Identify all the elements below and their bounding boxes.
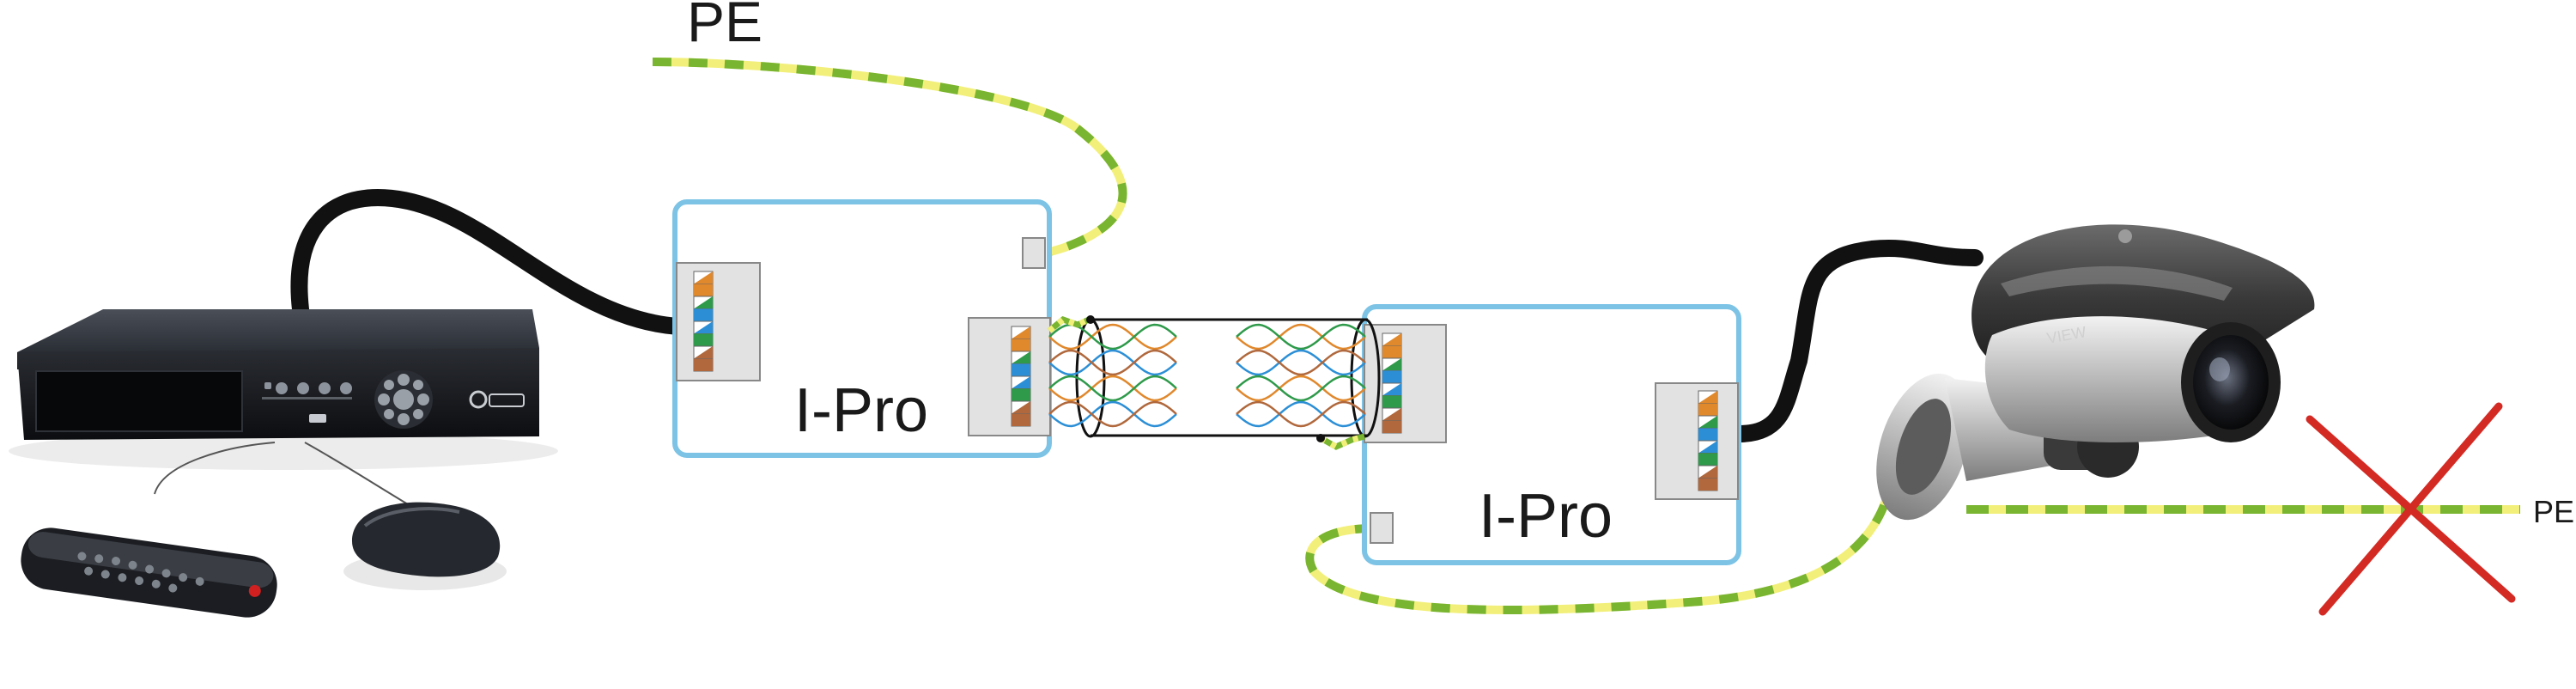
ipro-device-left: I-Pro [672,199,1052,458]
rj45-pin-color [1382,345,1401,358]
rj45-pin-color [1012,338,1030,351]
twisted-wire [1236,400,1366,428]
pe-wire-bottom [1305,488,1893,614]
ipro-device-right: I-Pro [1362,304,1741,565]
twisted-wire [1236,349,1366,376]
rj45-pin-color [1012,376,1030,389]
twisted-wire [1048,400,1177,428]
twisted-wire [1048,375,1177,402]
rj45-pin-color [1012,363,1030,376]
twisted-wire [1048,400,1177,428]
red-cross-icon [2306,402,2516,616]
twisted-wire [1236,375,1366,402]
twisted-wire [1048,323,1177,351]
rj45-pin-color [1698,478,1717,491]
twisted-wire [1236,375,1366,402]
rj45-pin-color [1012,413,1030,426]
rj45-pin-color [1382,420,1401,433]
twisted-wire [1236,323,1366,351]
rj45-pin-color [1698,466,1717,479]
pe-terminal-right [1370,512,1394,544]
peripheral-wires [154,442,413,508]
twisted-wire [1236,323,1366,351]
pe-label-right: PE [2533,494,2574,529]
twisted-wire [1236,400,1366,428]
rj45-pin-color [1698,453,1717,466]
twisted-wire [1048,323,1177,351]
rj45-port-right-a [1364,324,1447,443]
twisted-pairs-left [1048,323,1177,428]
shield-drain-right [1316,433,1365,450]
rj45-pin-color [1698,391,1717,404]
cctv-bullet-camera-icon: VIEW [1876,224,2315,521]
rj45-port-right-b [1655,382,1739,500]
twisted-wire [1048,349,1177,376]
rj45-pin-color [1698,416,1717,429]
rj45-pin-color [1012,351,1030,364]
cable-dvr-to-ipro-left [290,188,687,335]
rj45-pin-color [694,296,713,309]
rj45-pin-color [1382,370,1401,383]
ipro-label-right: I-Pro [1479,482,1613,551]
twisted-wire [1048,349,1177,376]
rj45-pin-color [694,333,713,346]
rj45-pin-color [694,284,713,296]
rj45-pin-color [1012,401,1030,414]
signal-cables [290,188,1984,442]
rj45-pin-color [694,308,713,321]
rj45-pin-color [694,271,713,284]
rj45-pin-color [1382,358,1401,371]
rj45-pin-color [1012,326,1030,339]
remote-control-icon [21,527,277,618]
twisted-wire [1236,349,1366,376]
rj45-pin-color [1382,395,1401,408]
pe-label-top: PE [687,0,762,53]
rj45-pin-color [1698,441,1717,454]
rj45-pin-color [1698,428,1717,441]
dvr-control-pad [374,370,433,429]
cable-ipro-right-to-camera [1730,240,1984,442]
rj45-pin-color [1382,333,1401,346]
rj45-port-left-b [968,317,1051,436]
mouse-icon [343,502,507,590]
rj45-port-left-a [676,262,761,381]
pe-wire-top [652,58,1127,258]
rj45-pin-color [1382,408,1401,421]
dvr-logo [469,390,525,409]
shield-drain-left [1047,315,1095,333]
rj45-pin-color [1012,388,1030,401]
pe-wires [652,58,2520,614]
rj45-pin-color [694,358,713,371]
ipro-label-left: I-Pro [794,376,928,445]
twisted-wire [1048,375,1177,402]
rj45-pin-color [694,321,713,334]
twisted-pairs-right [1236,323,1366,428]
rj45-pin-color [694,346,713,359]
rj45-pin-color [1382,383,1401,396]
twisted-pair-cable [1047,315,1381,450]
pe-terminal-left [1022,237,1046,269]
dvr-recorder-icon [9,309,558,470]
rj45-pin-color [1698,403,1717,416]
